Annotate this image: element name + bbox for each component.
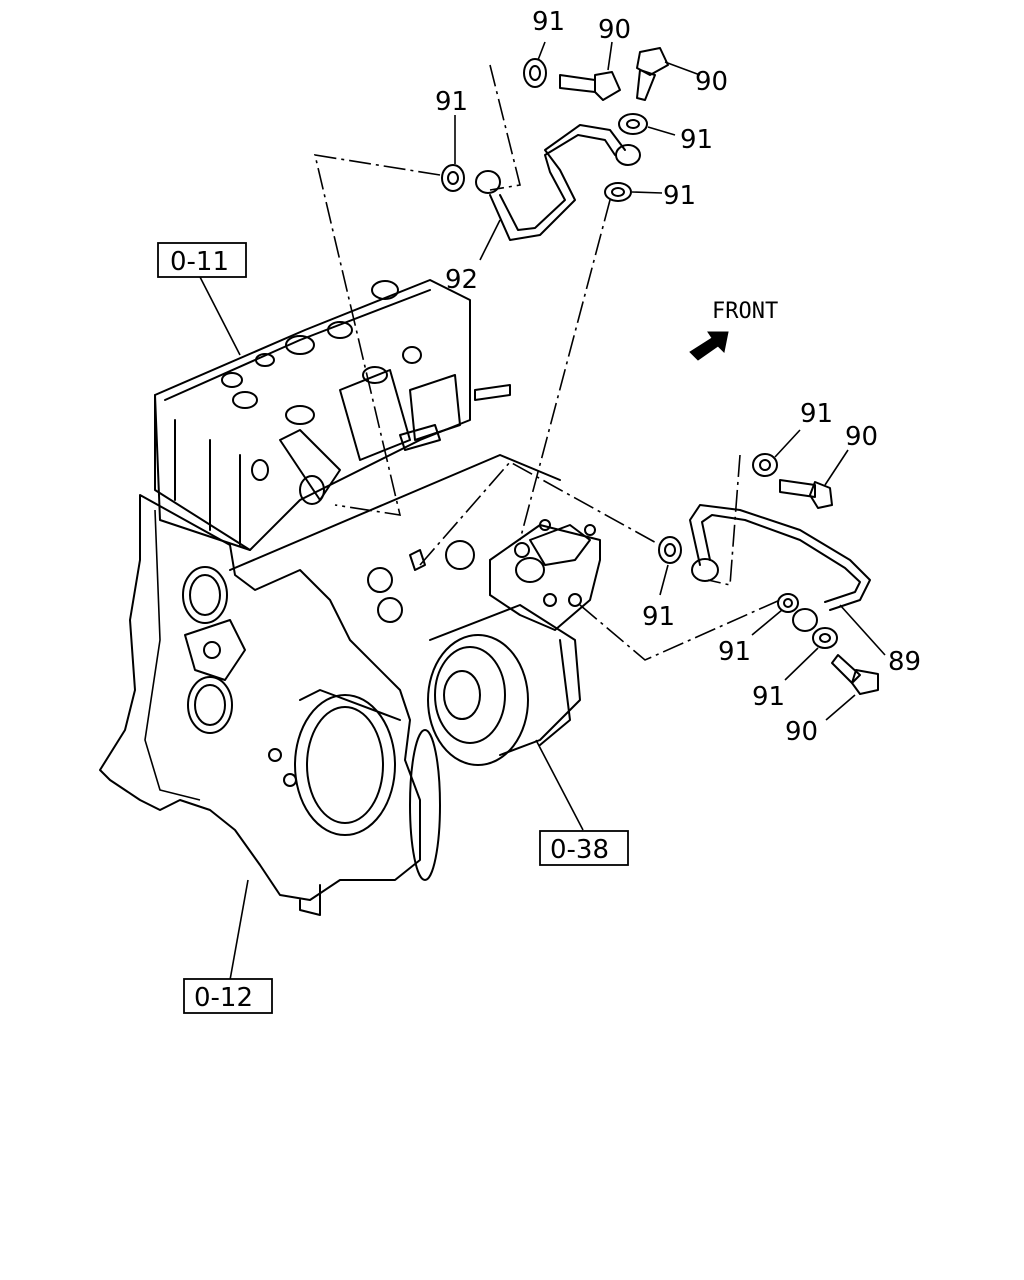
callout-91: 91 bbox=[800, 399, 833, 429]
callout-90: 90 bbox=[695, 67, 728, 97]
callout-90: 90 bbox=[785, 717, 818, 747]
cylinder-head bbox=[154, 279, 511, 551]
callout-91: 91 bbox=[680, 125, 713, 155]
front-arrow-icon bbox=[689, 331, 729, 361]
timing-gear-case bbox=[99, 454, 561, 916]
right-oil-pipe bbox=[689, 504, 871, 632]
callout-91: 91 bbox=[663, 181, 696, 211]
air-compressor bbox=[427, 519, 601, 766]
callout-91: 91 bbox=[435, 87, 468, 117]
front-indicator: FRONT bbox=[689, 299, 778, 361]
callout-91: 91 bbox=[642, 602, 675, 632]
callout-91: 91 bbox=[532, 7, 565, 37]
reference-label: 0-12 bbox=[194, 983, 253, 1013]
reference-box-0-12[interactable]: 0-12 bbox=[183, 978, 273, 1014]
reference-label: 0-38 bbox=[550, 835, 609, 865]
callout-92: 92 bbox=[445, 265, 478, 295]
callout-89: 89 bbox=[888, 647, 921, 677]
reference-box-0-11[interactable]: 0-11 bbox=[157, 242, 247, 278]
leader-lines bbox=[199, 41, 886, 981]
callout-91: 91 bbox=[718, 637, 751, 667]
washers bbox=[441, 58, 838, 649]
callout-91: 91 bbox=[752, 682, 785, 712]
reference-box-0-38[interactable]: 0-38 bbox=[539, 830, 629, 866]
front-label: FRONT bbox=[712, 299, 778, 324]
callout-90: 90 bbox=[598, 15, 631, 45]
upper-oil-pipe bbox=[475, 124, 641, 241]
assembly-guide-lines bbox=[313, 64, 781, 661]
callout-90: 90 bbox=[845, 422, 878, 452]
banjo-bolts bbox=[559, 47, 879, 695]
callout-labels: 91 90 90 91 91 91 92 91 90 91 91 91 89 9… bbox=[435, 7, 921, 747]
reference-label: 0-11 bbox=[170, 247, 229, 277]
